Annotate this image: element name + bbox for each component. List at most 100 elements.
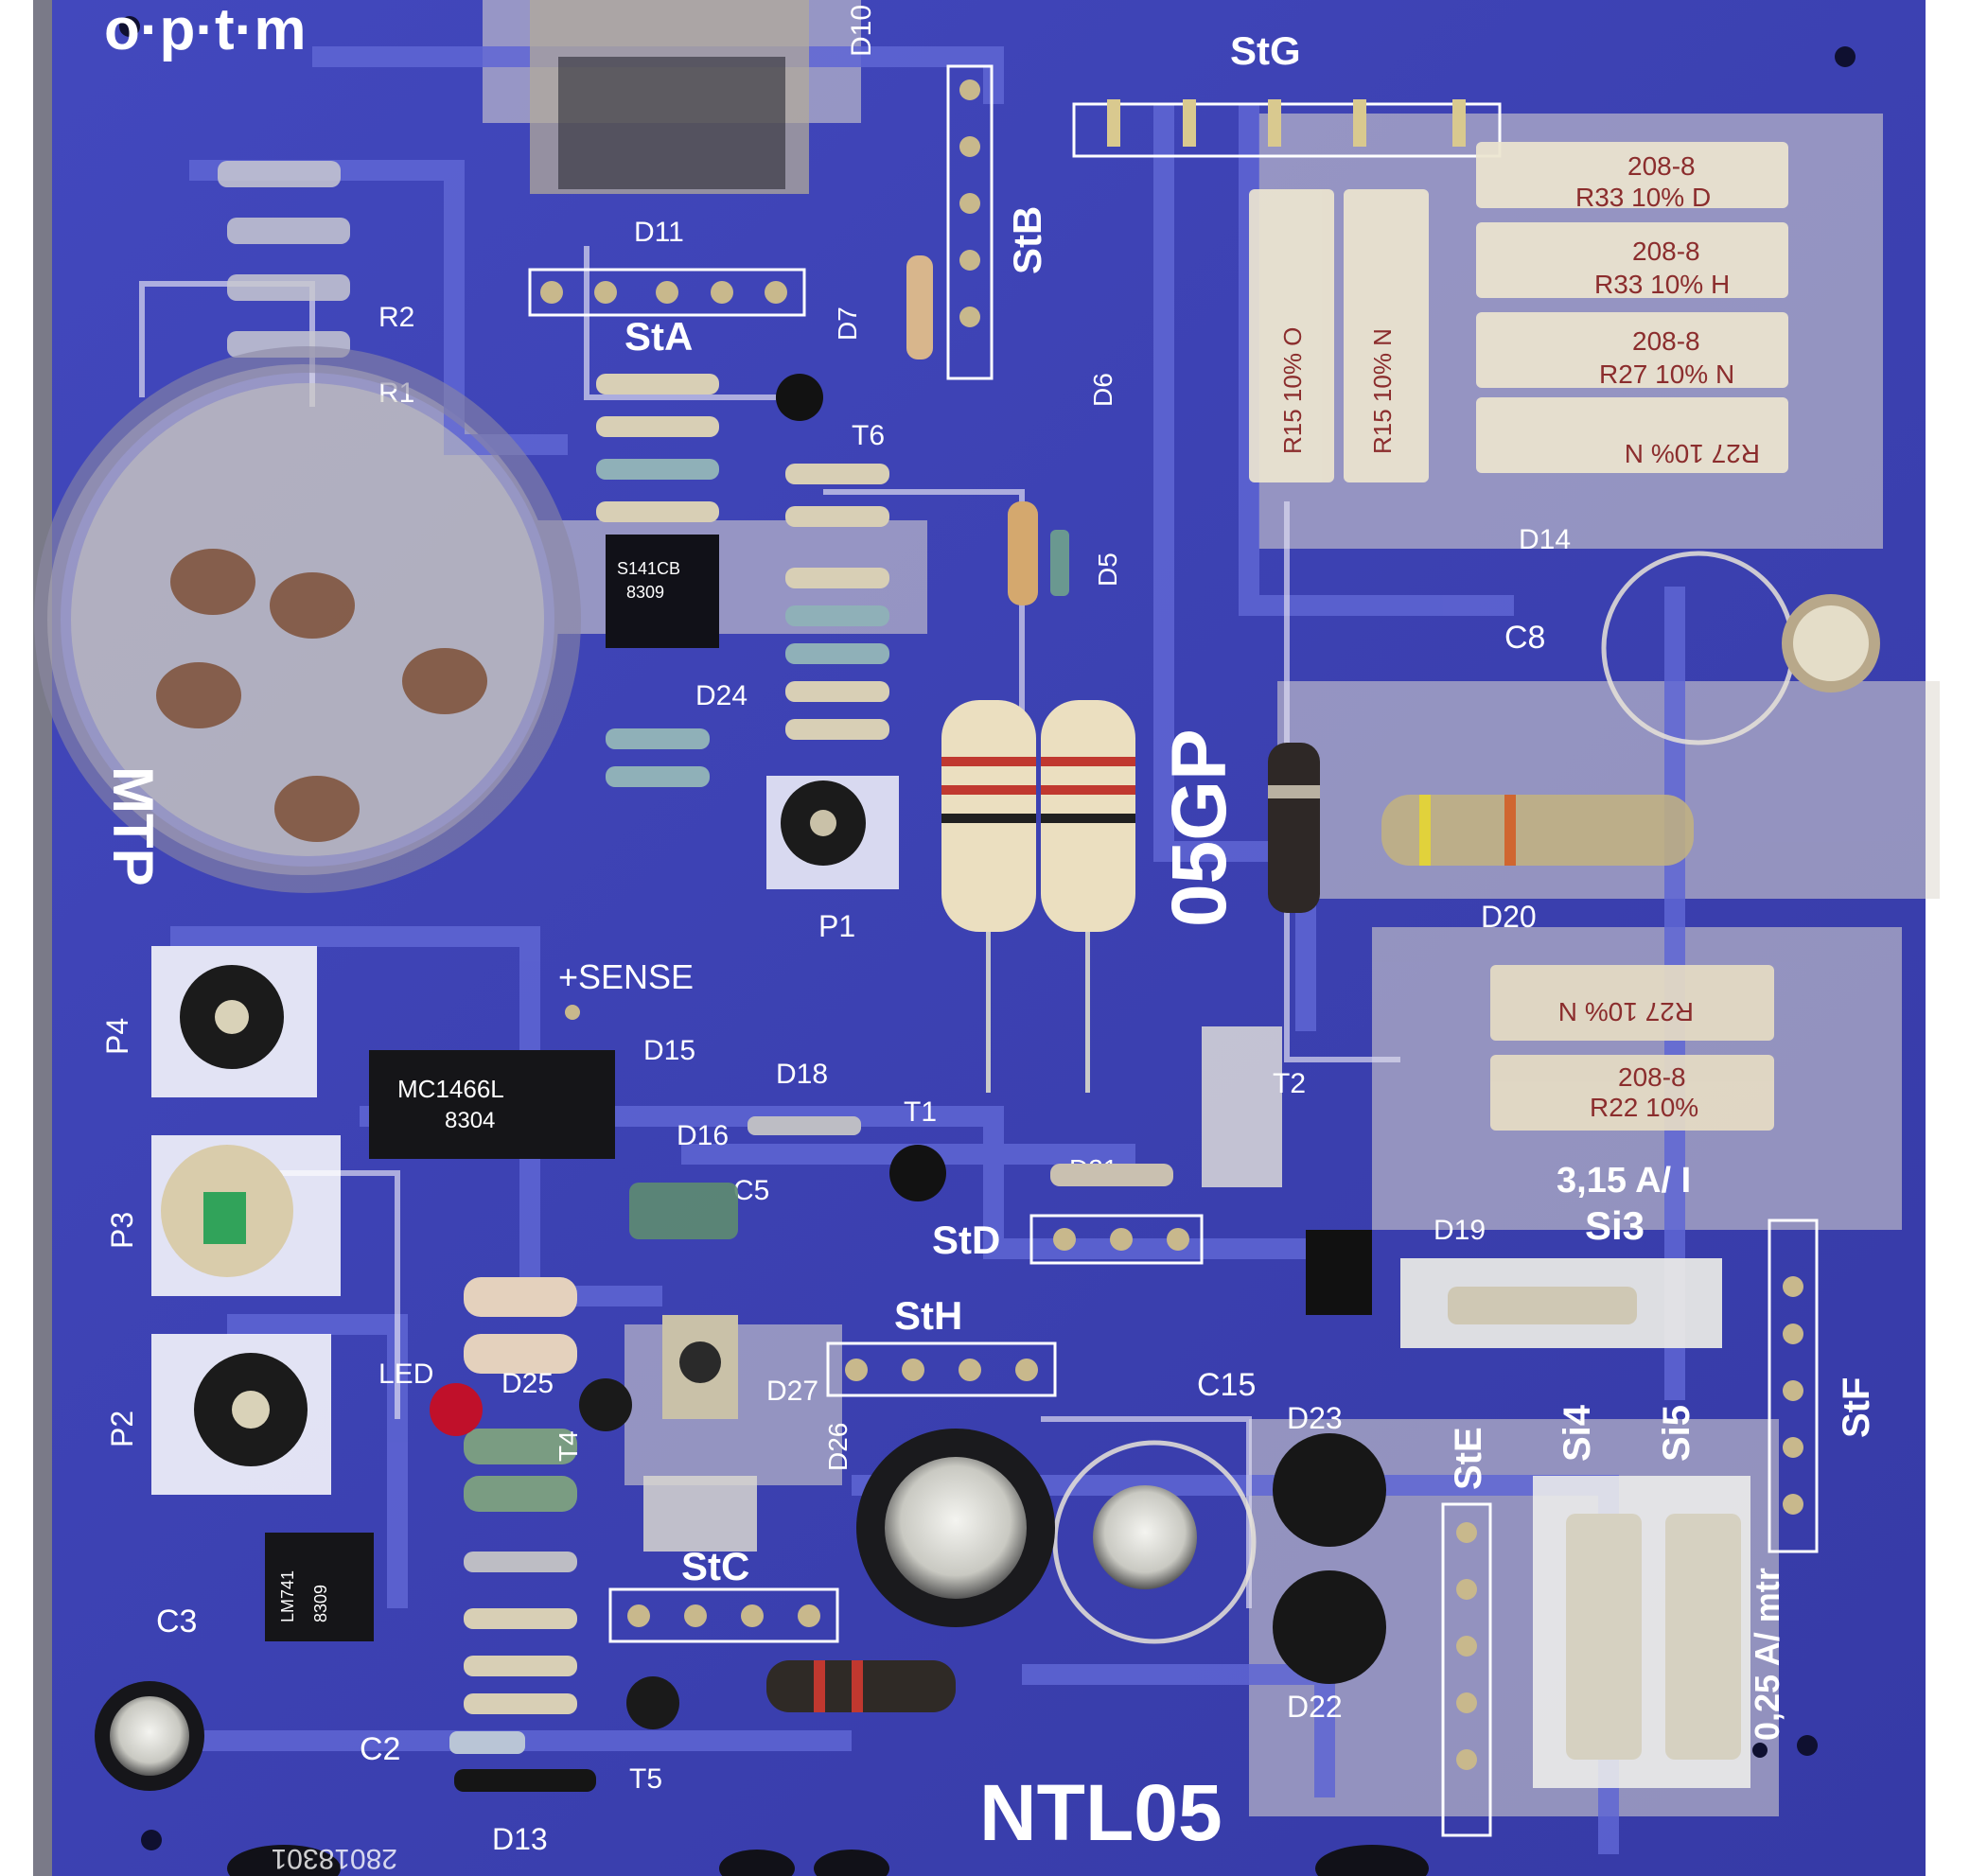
label-sense: +SENSE	[558, 957, 694, 996]
label-d25: D25	[501, 1368, 554, 1399]
header-stg	[1072, 99, 1502, 158]
transistor-t4	[579, 1378, 632, 1431]
ic-lm741	[265, 1533, 374, 1641]
label-d20: D20	[1481, 900, 1537, 934]
label-d22: D22	[1287, 1690, 1343, 1724]
label-r2: R2	[378, 302, 414, 333]
capacitor-large	[856, 1429, 1055, 1627]
label-p2: P2	[105, 1411, 139, 1447]
label-d13: D13	[492, 1822, 548, 1856]
connector-ste: StE	[1448, 1427, 1489, 1490]
label-d6: D6	[1088, 373, 1117, 407]
fuse-si3	[1400, 1258, 1722, 1348]
ic2-text-2: 8309	[626, 583, 664, 602]
label-d24: D24	[695, 680, 748, 711]
header-stb	[946, 64, 994, 380]
board-name: NTL05	[979, 1768, 1222, 1857]
label-d14: D14	[1519, 524, 1571, 555]
ceramic-resistors-top-right	[1249, 142, 1788, 482]
diode-d23	[1273, 1433, 1386, 1547]
square-component	[643, 1476, 757, 1552]
label-fuse-small: 0,25 A/ mtr	[1748, 1568, 1786, 1741]
diode-d18	[748, 1116, 861, 1135]
diode-d13	[454, 1769, 596, 1792]
connector-stg: StG	[1230, 28, 1301, 73]
header-ste	[1441, 1502, 1492, 1837]
diode-d20	[1268, 743, 1320, 913]
capacitor-c8	[1601, 551, 1880, 745]
label-p4: P4	[100, 1018, 134, 1055]
capacitor-c5	[629, 1183, 738, 1239]
toroid-transformer	[34, 346, 581, 893]
bottom-shadows	[227, 1845, 1429, 1876]
transistor-t6	[776, 374, 823, 421]
r27a-val: R27 10% N	[1599, 359, 1734, 389]
mounting-holes	[119, 16, 1856, 1850]
label-p3: P3	[105, 1212, 139, 1249]
label-t5: T5	[629, 1763, 662, 1795]
trimmer-p2	[151, 1334, 331, 1495]
ic1-text-1: MC1466L	[397, 1075, 504, 1103]
label-d5: D5	[1093, 552, 1122, 587]
label-d10: D10	[846, 5, 877, 57]
mirror-text: MTP	[101, 766, 165, 886]
resistor-d5	[1008, 501, 1038, 605]
resistor-ladder-center	[785, 464, 889, 740]
label-c5: C5	[733, 1175, 769, 1206]
header-std	[1029, 1214, 1204, 1265]
label-c3: C3	[156, 1604, 197, 1639]
ic1-text-2: 8304	[445, 1108, 495, 1133]
label-d18: D18	[776, 1059, 828, 1090]
r33a-val: R33 10% D	[1575, 183, 1711, 212]
label-led: LED	[378, 1359, 433, 1390]
label-fuse-rating: 3,15 A/ I	[1557, 1161, 1691, 1201]
header-stc	[608, 1587, 839, 1643]
header-stf	[1768, 1219, 1819, 1553]
r22-top: 208-8	[1618, 1062, 1686, 1092]
r15a-val: R15 10% O	[1278, 327, 1307, 454]
connector-std: StD	[932, 1218, 1000, 1262]
transistor-t2-heatsink	[1202, 1026, 1282, 1187]
board-code-05gp: 05GP	[1156, 728, 1242, 927]
r33b-val: R33 10% H	[1594, 270, 1730, 299]
transistor-t1	[889, 1145, 946, 1201]
label-si5: Si5	[1656, 1405, 1697, 1462]
resistor-stack-center-left	[464, 1277, 577, 1714]
brand-logo: o·p·t·m	[104, 0, 306, 62]
connector-sta: StA	[624, 314, 693, 359]
label-d11: D11	[634, 217, 684, 248]
header-sta	[528, 268, 806, 317]
header-sth	[826, 1341, 1057, 1397]
trimmer-p1	[766, 776, 899, 889]
label-si4: Si4	[1557, 1404, 1598, 1462]
label-si3: Si3	[1585, 1203, 1645, 1248]
label-p1: P1	[818, 909, 855, 943]
transistor-t5	[626, 1676, 679, 1729]
label-d23: D23	[1287, 1401, 1343, 1435]
capacitor-c15	[1052, 1440, 1257, 1644]
r33b-top: 208-8	[1632, 237, 1700, 266]
resistor-vertical-d7	[906, 255, 933, 359]
resistor-array-left	[596, 374, 719, 522]
r15b-val: R15 10% N	[1368, 328, 1397, 454]
label-d27: D27	[766, 1376, 818, 1407]
diode-d21	[1050, 1164, 1173, 1186]
label-t6: T6	[852, 420, 885, 451]
label-c2: C2	[360, 1731, 400, 1767]
power-resistors-center	[941, 700, 1135, 1093]
r22-val: R22 10%	[1590, 1093, 1698, 1122]
label-t4: T4	[554, 1430, 583, 1462]
resistor-long-d20	[1381, 795, 1694, 866]
label-d15: D15	[643, 1035, 695, 1066]
label-c15: C15	[1197, 1367, 1256, 1403]
led-red	[430, 1383, 483, 1436]
connector-sth: StH	[894, 1293, 962, 1338]
ic3-text-1: LM741	[278, 1570, 297, 1622]
fuse-si4-si5	[1533, 1476, 1750, 1788]
label-d19: D19	[1434, 1215, 1486, 1246]
connector-stb: StB	[1005, 206, 1049, 274]
label-d26: D26	[823, 1423, 853, 1471]
r33a-top: 208-8	[1627, 151, 1696, 181]
ic-s141cb	[606, 535, 719, 648]
ic3-text-2: 8309	[311, 1585, 330, 1622]
